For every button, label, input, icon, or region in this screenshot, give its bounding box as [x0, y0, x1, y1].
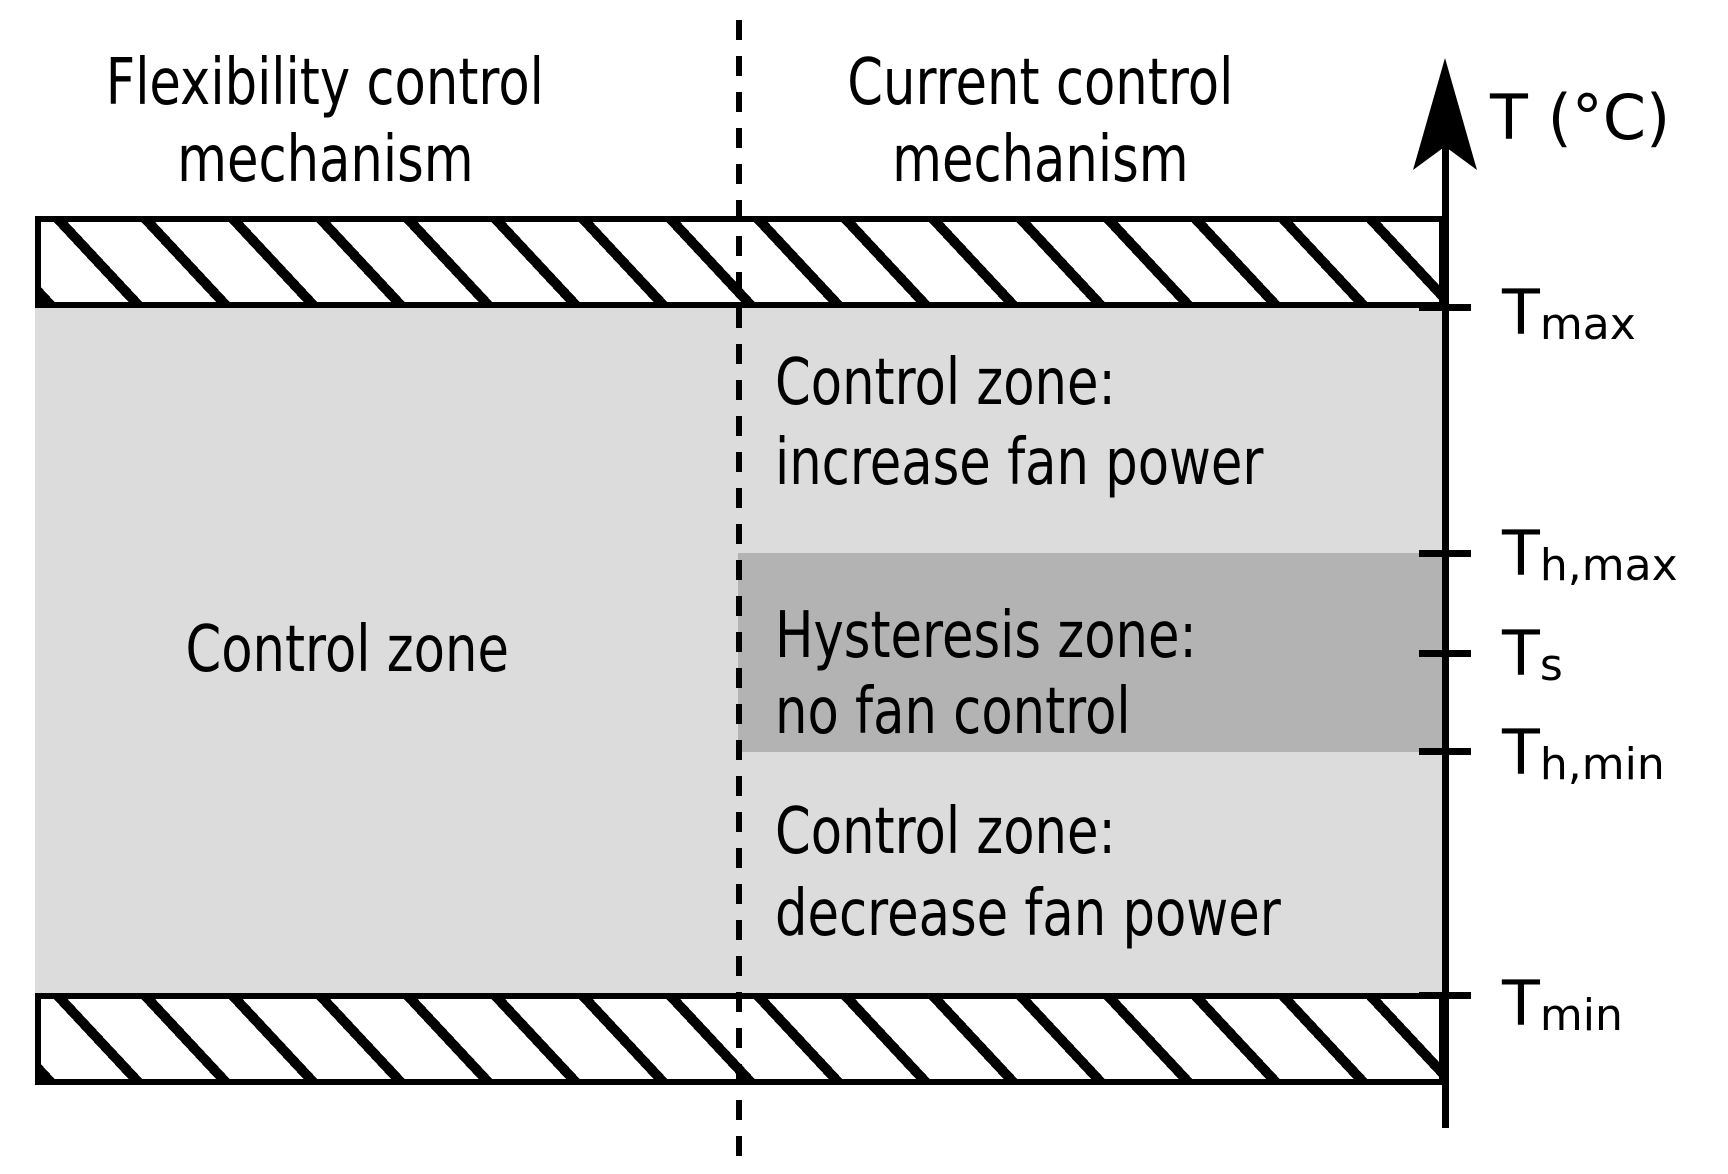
increase-zone-label-line2: increase fan power [775, 426, 1264, 500]
axis-title: T (°C) [1490, 81, 1671, 154]
axis-tick-tmin [1419, 992, 1471, 999]
zone-hysteresis [738, 553, 1442, 752]
axis-tick-thmin [1419, 748, 1471, 755]
axis-label-tmax-main: T [1502, 275, 1540, 349]
hysteresis-zone-label-line2: no fan control [775, 675, 1131, 749]
axis-tick-tmax [1419, 304, 1471, 311]
left-header-line1: Flexibility control [105, 46, 545, 120]
left-header-line2: mechanism [176, 123, 474, 197]
axis-label-ts-sub: s [1539, 639, 1563, 691]
zone-flexibility-control [35, 308, 738, 993]
decrease-zone-label-line1: Control zone: [775, 795, 1116, 869]
increase-zone-label-line1: Control zone: [775, 346, 1116, 420]
right-header-line2: mechanism [891, 123, 1189, 197]
decrease-zone-label: Control zone: decrease fan power [775, 791, 1407, 955]
axis-label-ts-main: T [1502, 616, 1540, 690]
axis-label-thmin-sub: h,min [1539, 738, 1665, 790]
temperature-axis-line [1442, 140, 1449, 1128]
increase-zone-label: Control zone: increase fan power [775, 343, 1386, 503]
flexibility-zone-label: Control zone [35, 610, 659, 690]
axis-label-thmax-sub: h,max [1539, 539, 1678, 591]
right-header-line1: Current control [846, 46, 1234, 120]
column-divider-dashed-line [736, 20, 742, 1156]
axis-tick-thmax [1419, 550, 1471, 557]
zone-increase-fan-power [738, 308, 1442, 553]
axis-label-tmin-sub: min [1539, 989, 1623, 1041]
hysteresis-zone-label-line1: Hysteresis zone: [775, 599, 1197, 673]
left-column-header: Flexibility control mechanism [25, 45, 625, 199]
zone-decrease-fan-power [738, 752, 1442, 993]
axis-label-thmin-main: T [1502, 715, 1540, 789]
axis-label-thmax-main: T [1502, 516, 1540, 590]
axis-tick-ts [1419, 650, 1471, 657]
decrease-zone-label-line2: decrease fan power [775, 877, 1281, 951]
hysteresis-zone-label: Hysteresis zone: no fan control [775, 598, 1302, 750]
flexibility-zone-label-text: Control zone [185, 613, 509, 687]
axis-label-tmax-sub: max [1539, 298, 1636, 350]
axis-label-tmin-main: T [1502, 966, 1540, 1040]
right-column-header: Current control mechanism [740, 45, 1340, 199]
